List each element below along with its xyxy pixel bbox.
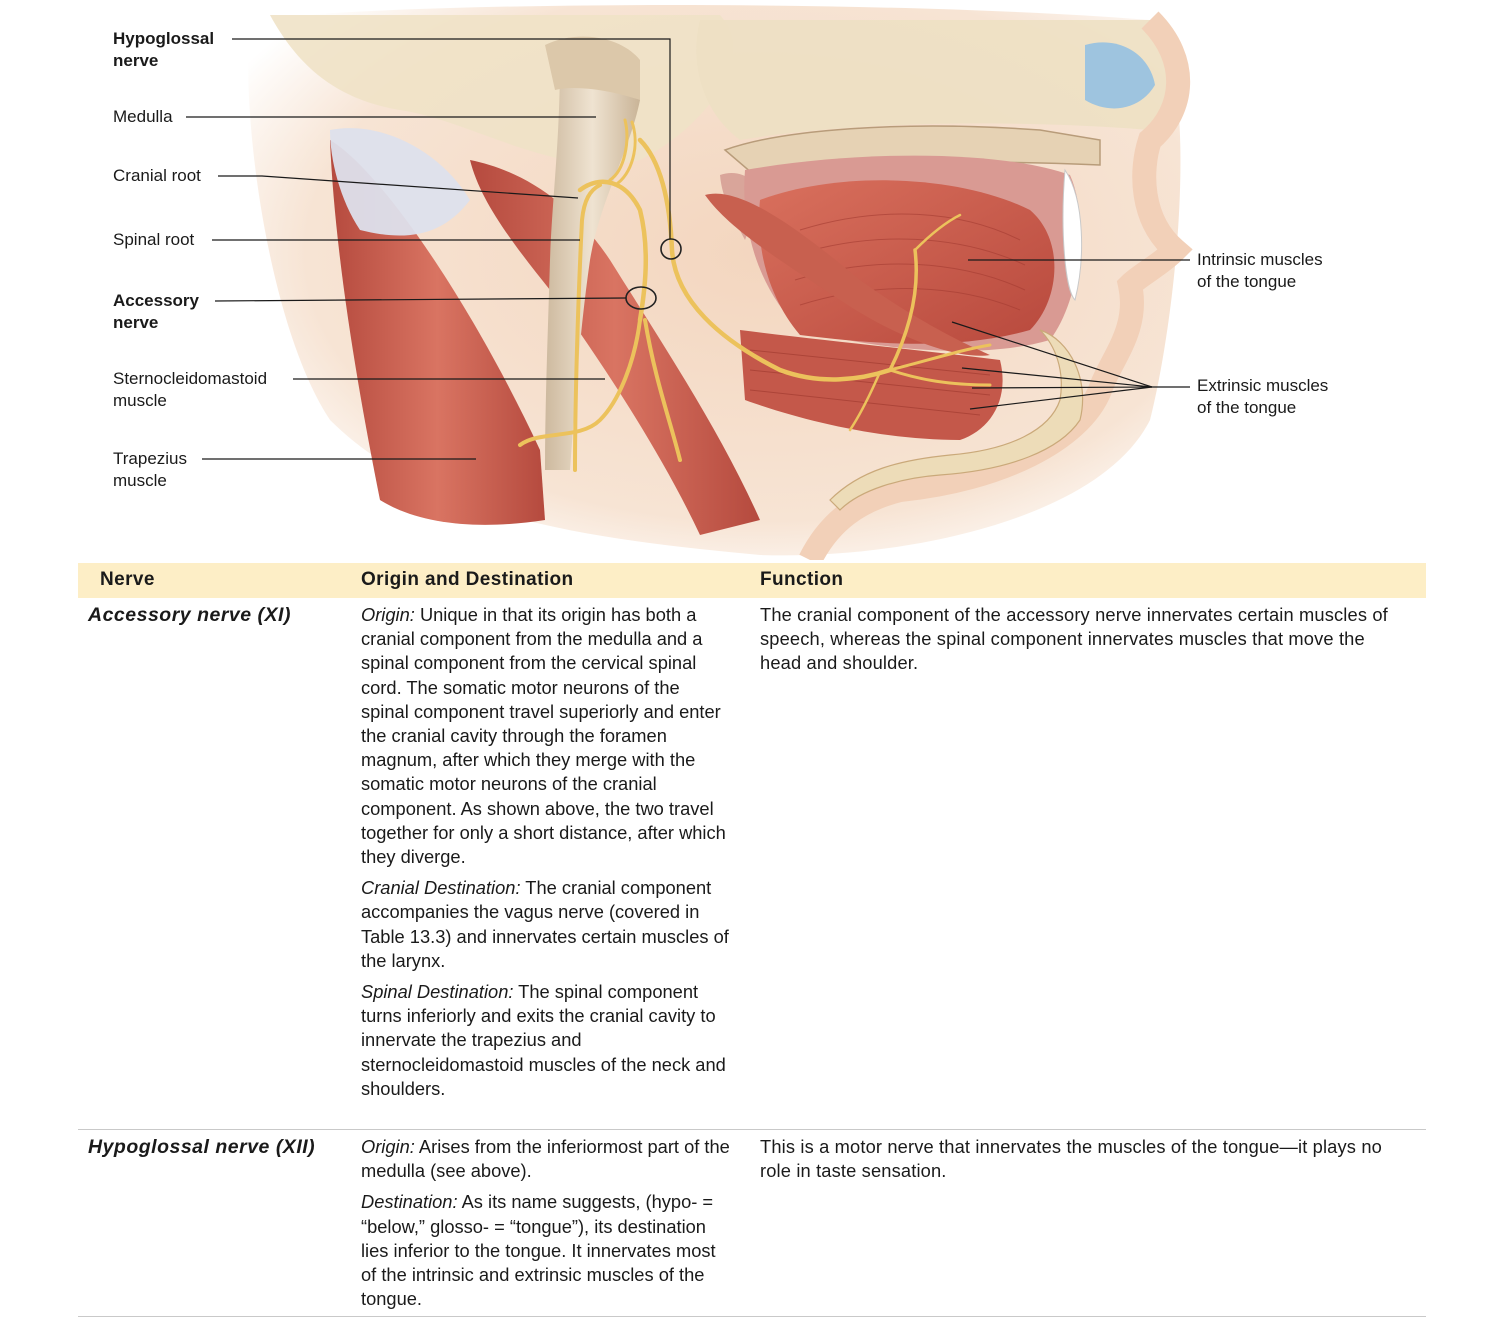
face-profile [799, 11, 1193, 560]
cell-function: This is a motor nerve that innervates th… [760, 1136, 1382, 1182]
cell-origin-destination: Origin: Unique in that its origin has bo… [361, 603, 731, 1108]
anatomy-drawing [186, 5, 1193, 560]
origin-text: Arises from the inferiormost part of the… [361, 1136, 730, 1182]
spinal-destination-label: Spinal Destination: [361, 981, 514, 1003]
label-medulla: Medulla [113, 107, 173, 126]
trapezius-muscle [330, 140, 545, 525]
cell-nerve-name: Accessory nerve (XI) [88, 604, 291, 626]
cranial-destination-text: The cranial component accompanies the va… [361, 877, 729, 971]
origin-paragraph: Origin: Arises from the inferiormost par… [361, 1135, 731, 1183]
cranial-destination-label: Cranial Destination: [361, 877, 521, 899]
cell-origin-destination: Origin: Arises from the inferiormost par… [361, 1135, 731, 1318]
sternocleidomastoid-muscle [470, 160, 760, 535]
nerve-paths [518, 118, 992, 472]
header-function: Function [760, 569, 844, 590]
origin-text: Unique in that its origin has both a cra… [361, 604, 726, 868]
brainstem-top [545, 36, 640, 100]
header-nerve: Nerve [100, 569, 155, 590]
origin-label: Origin: [361, 1136, 415, 1157]
hypoglossal-marker [660, 238, 682, 260]
origin-paragraph: Origin: Unique in that its origin has bo… [361, 603, 731, 869]
leader-lines-right [951, 259, 1190, 410]
label-spinal-root: Spinal root [113, 230, 195, 249]
origin-label: Origin: [361, 604, 415, 625]
cranial-destination-paragraph: Cranial Destination: The cranial compone… [361, 876, 731, 973]
sinus-cavity [1085, 42, 1155, 109]
table-row-accessory: Accessory nerve (XI) Origin: Unique in t… [78, 598, 1426, 1130]
mandible-bone [829, 329, 1084, 511]
cell-function: The cranial component of the accessory n… [760, 604, 1388, 674]
cranial-nerve-table: Nerve Origin and Destination Function Ac… [78, 563, 1426, 1317]
table-header: Nerve Origin and Destination Function [78, 563, 1426, 598]
spinal-destination-text: The spinal component turns inferiorly an… [361, 981, 726, 1099]
styloglossus-muscle [705, 193, 990, 356]
spinal-destination-paragraph: Spinal Destination: The spinal component… [361, 980, 731, 1101]
nasal-bone [696, 20, 1167, 140]
table-row-hypoglossal: Hypoglossal nerve (XII) Origin: Arises f… [78, 1130, 1426, 1317]
label-cranial-root: Cranial root [113, 166, 201, 185]
destination-paragraph: Destination: As its name suggests, (hypo… [361, 1190, 731, 1311]
destination-label: Destination: [361, 1191, 458, 1213]
incisor [1062, 168, 1083, 301]
cell-nerve-name: Hypoglossal nerve (XII) [88, 1136, 316, 1158]
destination-text: As its name suggests, (hypo- = “below,” … [361, 1191, 716, 1310]
neck-fascia [330, 128, 470, 236]
medulla-spinal-cord [545, 57, 640, 470]
header-origin-destination: Origin and Destination [361, 569, 574, 590]
leader-lines-left [186, 38, 671, 460]
